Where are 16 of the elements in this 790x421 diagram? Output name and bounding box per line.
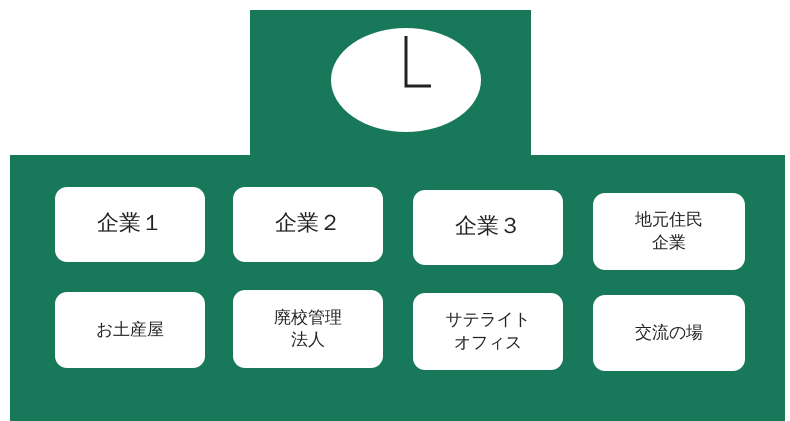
text-box	[413, 293, 563, 370]
box-label: 交流の場	[635, 322, 703, 344]
text-box	[55, 187, 205, 262]
box-label: 廃校管理法人	[273, 306, 343, 352]
box-label: 企業２	[275, 210, 341, 238]
text-box	[413, 190, 563, 265]
text-box	[593, 295, 745, 371]
box-label: 地元住民企業	[634, 209, 704, 254]
text-box	[233, 187, 383, 262]
box-label: お土産屋	[96, 318, 164, 342]
box-label: 企業３	[455, 213, 521, 242]
box-label: サテライトオフィス	[444, 309, 532, 354]
text-box	[593, 193, 745, 270]
text-box	[233, 290, 383, 368]
box-label: 企業１	[97, 210, 163, 238]
text-box	[55, 292, 205, 368]
